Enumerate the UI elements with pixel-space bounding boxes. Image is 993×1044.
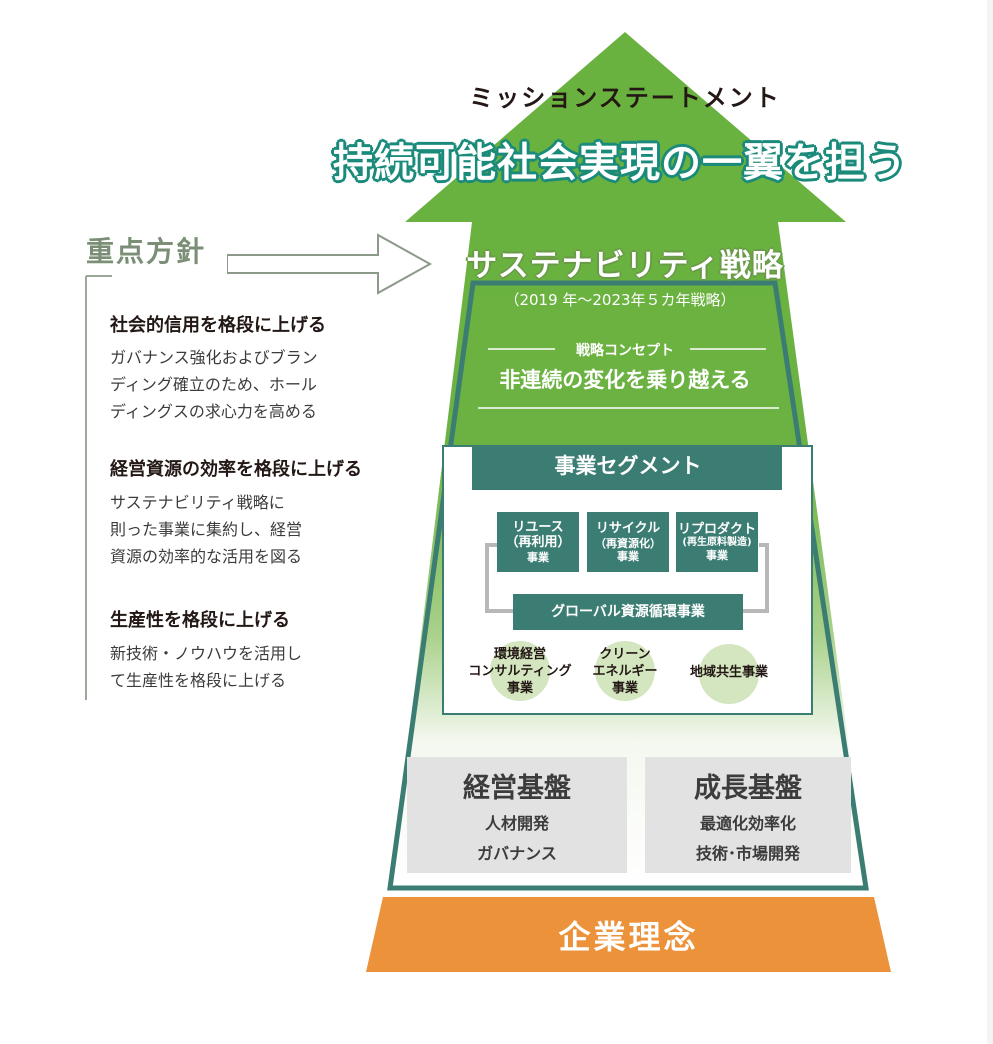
circle-label-consulting: 環境経営 コンサルティング 事業 — [458, 647, 582, 698]
management-base-item: 人材開発 — [484, 814, 549, 833]
segment-box-recycle: リサイクル （再資源化） 事業 — [587, 512, 669, 572]
policy-line: サステナビリティ戦略に — [110, 493, 285, 512]
segment-title: 事業セグメント — [554, 454, 702, 478]
pyramid-outline — [387, 280, 869, 891]
policy-line: ガバナンス強化およびブラン — [110, 348, 318, 367]
concept-text: 非連続の変化を乗り越える — [499, 368, 751, 392]
philosophy-base — [366, 897, 891, 972]
segment-box-line: 事業 — [527, 551, 549, 564]
policy-line: て生産性を格段に上げる — [110, 671, 287, 690]
circle-line: クリーン — [599, 647, 651, 662]
policy-heading: 経営資源の効率を格段に上げる — [110, 459, 362, 480]
policy-heading: 社会的信用を格段に上げる — [110, 315, 326, 336]
segment-box-line: 事業 — [617, 549, 639, 563]
circle-consulting — [490, 641, 550, 701]
mission-title: 持続可能社会実現の一翼を担う — [333, 140, 907, 186]
policy-line: ディングスの求心力を高める — [110, 402, 317, 421]
arrow-head — [405, 32, 846, 222]
concept-label: 戦略コンセプト — [576, 343, 674, 359]
mission-label: ミッションステートメント — [469, 84, 781, 112]
growth-base-item: 技術･市場開発 — [695, 844, 800, 863]
management-base — [407, 757, 627, 873]
circle-line: 環境経営 — [493, 647, 546, 662]
circle-line: コンサルティング — [468, 663, 572, 679]
policy-heading: 生産性を格段に上げる — [110, 610, 290, 631]
policy-line: 新技術・ノウハウを活用し — [110, 644, 303, 663]
circle-community — [699, 644, 759, 704]
management-base-item: ガバナンス — [477, 844, 557, 863]
management-base-title: 経営基盤 — [463, 773, 571, 804]
growth-base-item: 最適化効率化 — [699, 814, 796, 833]
segment-box-line: （再利用） — [505, 535, 571, 551]
strategy-period: （2019 年〜2023年５カ年戦略） — [504, 291, 736, 309]
policy-body: 新技術・ノウハウを活用し て生産性を格段に上げる — [110, 640, 302, 694]
circle-line: 事業 — [611, 680, 638, 696]
circle-label-energy: クリーン エネルギー 事業 — [575, 647, 675, 698]
circle-line: 事業 — [506, 680, 533, 696]
segment-box-line: リプロダクト — [677, 521, 756, 537]
segment-box-line: （再資源化） — [595, 536, 661, 550]
policy-line: 資源の効率的な活用を図る — [110, 547, 303, 566]
policy-body: サステナビリティ戦略に 則った事業に集約し、経営 資源の効率的な活用を図る — [110, 489, 302, 570]
policy-line: 則った事業に集約し、経営 — [110, 520, 303, 539]
segment-box-line: (再生原料製造) — [682, 537, 752, 549]
segment-title-bar — [472, 446, 782, 490]
growth-base — [645, 757, 851, 873]
circle-line: エネルギー — [592, 663, 658, 679]
policy-title: 重点方針 — [86, 235, 207, 268]
philosophy-label: 企業理念 — [558, 918, 699, 956]
policy-body: ガバナンス強化およびブラン ディング確立のため、ホール ディングスの求心力を高め… — [110, 344, 318, 425]
segment-box-line: リサイクル — [595, 521, 661, 537]
segment-box-reuse: リユース （再利用） 事業 — [497, 512, 579, 572]
scrollbar[interactable] — [987, 0, 993, 1044]
circle-label-community: 地域共生事業 — [675, 665, 783, 682]
circle-energy — [595, 641, 655, 701]
policy-line: ディング確立のため、ホール — [110, 375, 317, 394]
segment-box-line: 事業 — [706, 549, 728, 563]
segment-box-line: リユース — [512, 519, 564, 535]
growth-base-title: 成長基盤 — [694, 773, 802, 804]
global-segment-box: グローバル資源循環事業 — [513, 594, 743, 630]
circle-line: 地域共生事業 — [689, 665, 768, 680]
segment-box-reproduct: リプロダクト (再生原料製造) 事業 — [676, 512, 758, 572]
strategy-title: サステナビリティ戦略 — [466, 248, 784, 284]
